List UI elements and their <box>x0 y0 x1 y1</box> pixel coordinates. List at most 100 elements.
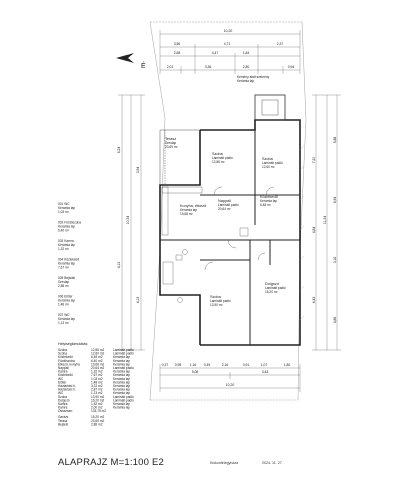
dim-right-e: 5,88 <box>333 137 337 144</box>
svg-text:Szoba: Szoba <box>210 295 222 299</box>
schedule-floor: Kerámia lap <box>113 388 130 392</box>
legend-room-floor: Kerámia lap <box>58 317 75 321</box>
room-living-label: Nappali Laminált padló 20,64 m² <box>218 199 239 211</box>
legend-room-floor: Kerámia lap <box>58 206 75 210</box>
svg-text:12,60 m²: 12,60 m² <box>262 165 275 169</box>
extra-area: 2,88 m2 <box>91 423 103 427</box>
svg-text:Kerámia lap: Kerámia lap <box>180 208 197 212</box>
schedule-floor: Laminált padló <box>113 352 134 356</box>
legend-room-id: 005 Bejárati <box>58 276 75 280</box>
extra-name: Garázs <box>58 415 69 419</box>
dim-right-c: 6,43 <box>312 297 316 304</box>
dim-top-r4-d: 0,94 <box>288 65 295 69</box>
schedule-floor: Kerámia lap <box>113 373 130 377</box>
top-dimension-labels: 10,20 3,56 4,71 2,37 2,68 4,47 1,84 2,01… <box>167 29 295 69</box>
schedule-room: Szoba <box>58 348 67 352</box>
schedule-room: Fürdőszoba <box>58 359 75 363</box>
legend-room-id: 003 Kamra <box>58 239 74 243</box>
svg-text:Konyha, étkező: Konyha, étkező <box>180 204 206 208</box>
schedule-area: 2,87 m2 <box>91 388 103 392</box>
north-arrow-icon <box>114 47 136 74</box>
schedule-room: Kamra <box>58 370 68 374</box>
schedule-floor: Kerámia lap <box>113 370 130 374</box>
schedule-row: Közlekedő 7,67 m2 Kerámia lap <box>58 373 130 377</box>
extra-area: 15,20 m2 <box>91 415 105 419</box>
legend-room-floor: Kerámia lap <box>58 243 75 247</box>
room-terrace-label: Terasz Greslap 23,69 m² <box>165 137 178 149</box>
dim-top-r3-b: 4,47 <box>212 51 219 55</box>
dim-left-a: 6,24 <box>117 147 121 154</box>
schedule-area: 1,52 m2 <box>91 402 103 406</box>
schedule-room: Étkező, konyha <box>58 361 80 366</box>
schedule-title: Helyiségkimutatás: <box>58 342 88 346</box>
legend-room-id: 002 Fürdőszoba <box>58 221 81 225</box>
dim-bot-r2-a: 5,08 <box>192 370 199 374</box>
schedule-area: 13,90 m2 <box>91 395 105 399</box>
room-bedroom-2-label: Szoba Laminált padló 12,60 m² <box>262 157 283 169</box>
schedule-room: Közlekedő <box>58 373 73 377</box>
schedule-floor: Kerámia lap <box>113 402 130 406</box>
extra-name: Bejárat <box>58 423 68 427</box>
room-bedroom-1-label: Szoba Laminált padló 12,86 m² <box>212 152 233 164</box>
schedule-floor: Laminált padló <box>113 366 134 370</box>
svg-text:Greslap: Greslap <box>165 141 176 145</box>
schedule-area: 12,60 m2 <box>91 352 105 356</box>
svg-text:Szoba: Szoba <box>262 157 274 161</box>
svg-text:23,69 m²: 23,69 m² <box>165 145 178 149</box>
schedule-floor: Kerámia lap <box>113 406 130 410</box>
legend-room-floor: Greslap <box>58 280 69 284</box>
schedule-row: Előtér 1,48 m2 Kerámia lap <box>58 380 130 384</box>
right-dimension-labels: 7,20 4,84 6,43 11,24 5,88 6,94 3,16 4,86 <box>312 137 337 324</box>
dim-bot-r1-g: 1,07 <box>261 363 268 367</box>
schedule-room: Dolgozó <box>58 398 70 402</box>
svg-text:Laminált padló: Laminált padló <box>210 299 231 303</box>
extra-row: Garázs 15,20 m2 <box>58 415 105 419</box>
schedule-room: WC <box>58 377 64 381</box>
extra-area: 23,69 m2 <box>91 419 105 423</box>
dim-left-b: 4,13 <box>117 262 121 269</box>
side-dimension-lines <box>118 94 341 351</box>
bottom-dimension-labels: 0,37 0,95 1,16 0,49 2,16 0,91 1,07 1,80 … <box>162 363 291 387</box>
schedule-floor: Laminált padló <box>113 348 134 352</box>
dim-bot-r1-d: 0,49 <box>204 363 211 367</box>
schedule-floor: Laminált padló <box>113 395 134 399</box>
schedule-area: 7,67 m2 <box>91 373 103 377</box>
legend-room-area: 6,40 m² <box>58 229 69 233</box>
svg-text:Laminált padló: Laminált padló <box>262 161 283 165</box>
schedule-room: Szoba <box>58 352 67 356</box>
drawing-title: ALAPRAJZ M=1:100 E2 <box>58 457 164 468</box>
dim-right-h: 4,86 <box>333 317 337 324</box>
svg-text:Laminált padló: Laminált padló <box>218 203 239 207</box>
room-study-label: Dolgozó Laminált padló 16,20 m² <box>265 282 286 294</box>
schedule-area: 1,48 m2 <box>91 380 103 384</box>
schedule-floor: Kerámia lap <box>113 380 130 384</box>
top-dimension-lines <box>159 30 301 74</box>
schedule-row: Kamra 1,32 m2 Kerámia lap <box>58 370 130 374</box>
room-bedroom-3-label: Szoba Laminált padló 13,90 m² <box>210 295 231 307</box>
dim-bot-r1-f: 0,91 <box>243 363 250 367</box>
schedule-area: 2,00 m2 <box>91 406 103 410</box>
room-labels: Kémény alatt szekrény Kerámia lap Szoba … <box>165 75 286 307</box>
dim-left-d: 3,94 <box>136 167 140 174</box>
svg-text:Kerámia lap: Kerámia lap <box>237 79 254 83</box>
schedule-area: 1,32 m2 <box>91 370 103 374</box>
schedule-room: Előtér <box>58 380 67 384</box>
left-dimension-labels: 6,24 4,13 10,54 3,94 4,13 <box>117 147 140 304</box>
dim-right-a: 7,20 <box>312 157 316 164</box>
dim-left-c: 10,54 <box>126 216 130 225</box>
schedule-area: 20,64 m2 <box>91 366 105 370</box>
